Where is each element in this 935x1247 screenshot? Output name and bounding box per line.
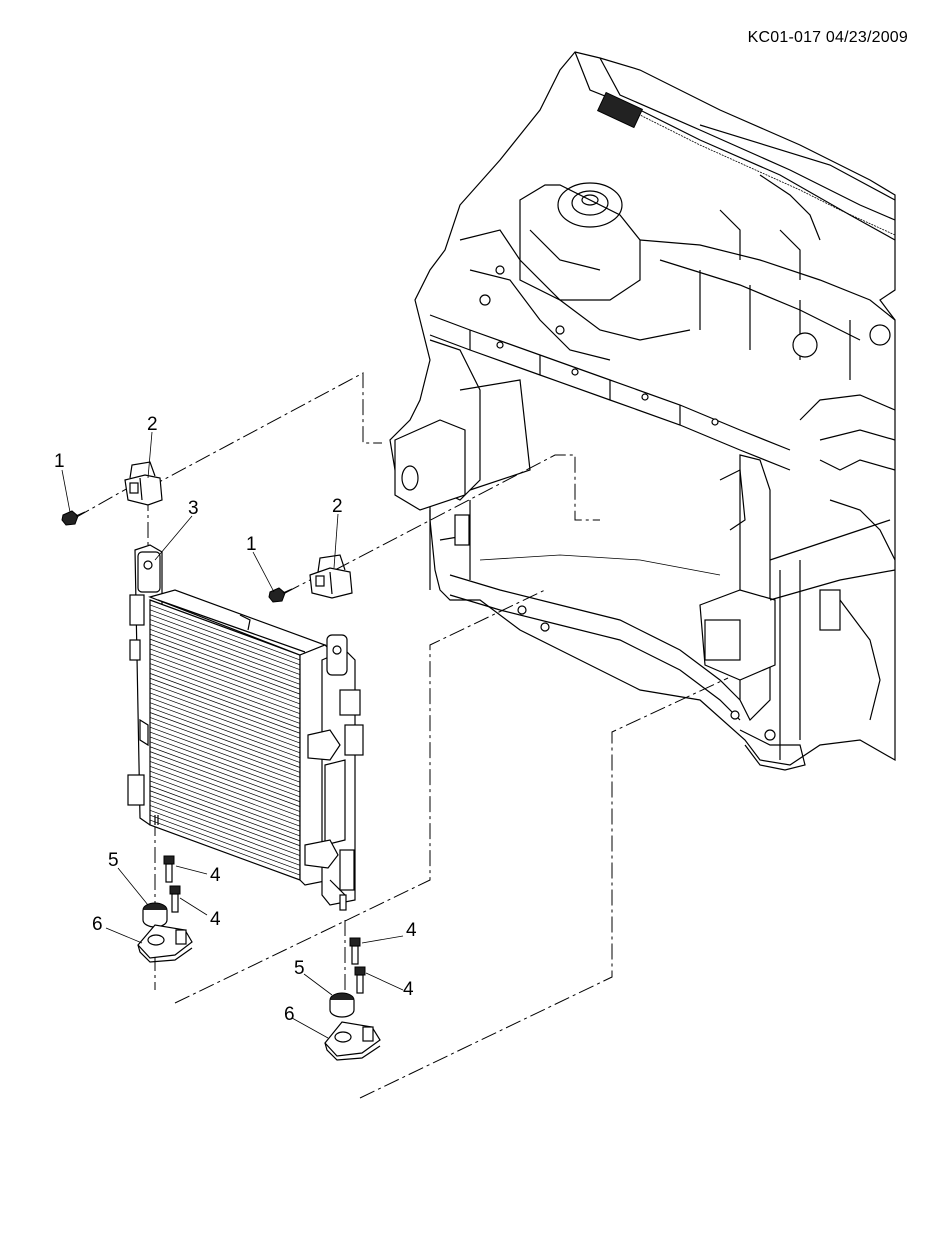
radiator-fin-line <box>149 780 301 837</box>
radiator-core-fins <box>149 604 301 876</box>
callout-5-right: 5 <box>294 958 305 979</box>
radiator-fin-line <box>149 809 301 866</box>
callout-labels: 1 2 3 1 2 5 4 4 6 4 5 4 6 <box>54 414 417 1025</box>
callout-1-right: 1 <box>246 534 257 555</box>
radiator-fin-line <box>149 648 301 705</box>
callout-3: 3 <box>188 498 199 519</box>
lower-bracket-part-6-left <box>137 924 193 963</box>
leader-line-lower-right <box>359 677 729 1099</box>
callout-1-left: 1 <box>54 451 65 472</box>
radiator-fin-line <box>149 692 301 749</box>
callout-leaders <box>61 431 404 1039</box>
radiator-fin-line <box>149 731 301 788</box>
callout-2-left: 2 <box>147 414 158 435</box>
leader-line-bracket-left <box>147 372 382 489</box>
radiator-fin-line <box>149 619 301 675</box>
upper-bracket-left <box>124 461 163 506</box>
radiator-fin-line <box>149 673 301 729</box>
insulator-part-5-right <box>329 992 355 1018</box>
lower-bolt-4c <box>349 937 361 965</box>
condenser-radiator-assembly <box>127 544 364 911</box>
radiator-fin-line <box>149 805 301 861</box>
radiator-fin-line <box>149 751 301 807</box>
radiator-fin-line <box>149 663 301 719</box>
radiator-fin-line <box>149 614 301 671</box>
radiator-fin-line <box>149 682 301 739</box>
radiator-fin-line <box>149 609 301 666</box>
radiator-fin-line <box>149 741 301 798</box>
radiator-fin-line <box>149 712 301 768</box>
radiator-fin-line <box>149 746 301 803</box>
radiator-fin-line <box>149 819 301 876</box>
lower-bracket-part-6-right <box>324 1021 381 1061</box>
document-id: KC01-017 04/23/2009 <box>747 29 908 46</box>
radiator-fin-line <box>149 785 301 842</box>
radiator-fin-line <box>149 800 301 856</box>
radiator-fin-line <box>149 770 301 827</box>
radiator-fin-line <box>149 761 301 817</box>
lower-bolt-4d <box>354 966 366 994</box>
radiator-fin-line <box>149 697 301 754</box>
radiator-fin-line <box>149 756 301 812</box>
lower-bolt-4b <box>169 885 181 913</box>
radiator-fin-line <box>149 624 301 680</box>
radiator-fin-line <box>149 702 301 759</box>
bolt-part-1-right <box>268 587 293 603</box>
lower-bolt-4a <box>163 855 175 883</box>
radiator-fin-line <box>149 736 301 793</box>
radiator-fin-line <box>149 668 301 724</box>
radiator-fin-line <box>149 677 301 734</box>
radiator-fin-line <box>149 775 301 832</box>
callout-4-left-lower: 4 <box>210 909 221 930</box>
radiator-fin-line <box>149 721 301 778</box>
radiator-fin-line <box>149 726 301 783</box>
callout-5-left: 5 <box>108 850 119 871</box>
radiator-fin-line <box>149 814 301 871</box>
radiator-fin-line <box>149 643 301 700</box>
radiator-fin-line <box>149 629 301 685</box>
callout-6-right: 6 <box>284 1004 295 1025</box>
upper-bracket-right <box>309 554 353 599</box>
radiator-fin-line <box>149 765 301 822</box>
vehicle-front-structure <box>389 51 896 771</box>
callout-4-left-upper: 4 <box>210 865 221 886</box>
radiator-fin-line <box>149 638 301 695</box>
radiator-fin-line <box>149 717 301 773</box>
radiator-fin-line <box>149 687 301 744</box>
callout-6-left: 6 <box>92 914 103 935</box>
callout-4-right-upper: 4 <box>406 920 417 941</box>
radiator-fin-line <box>149 653 301 710</box>
callout-2-right: 2 <box>332 496 343 517</box>
radiator-fin-line <box>149 604 301 661</box>
radiator-fin-line <box>149 707 301 763</box>
leader-line-bracket-right <box>334 454 600 571</box>
radiator-fin-line <box>149 633 301 690</box>
radiator-fin-line <box>149 795 301 851</box>
bolt-part-1-left <box>61 510 86 526</box>
radiator-fin-line <box>149 658 301 715</box>
leader-line-lower-left <box>174 589 546 1004</box>
callout-4-right-lower: 4 <box>403 979 414 1000</box>
radiator-fin-line <box>149 790 301 847</box>
insulator-part-5-left <box>142 902 168 928</box>
